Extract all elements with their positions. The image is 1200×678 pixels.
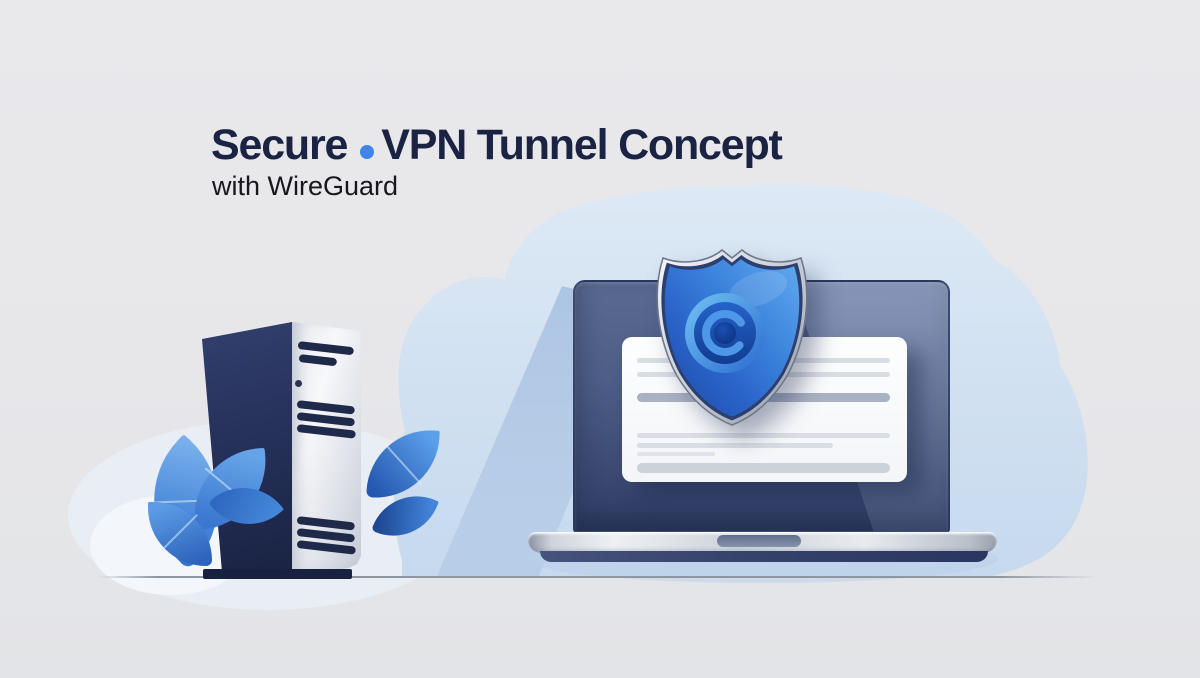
leaf-vein xyxy=(159,513,199,553)
laptop-base-underside xyxy=(540,551,988,562)
page-subtitle: with WireGuard xyxy=(212,171,399,201)
document-line xyxy=(637,443,833,448)
document-line xyxy=(637,463,890,473)
server-base-plinth xyxy=(203,569,352,579)
laptop-base xyxy=(528,532,997,553)
page-title: Secure VPN Tunnel Concept xyxy=(211,121,783,170)
laptop-base-notch xyxy=(717,535,801,547)
document-line xyxy=(637,452,715,456)
document-line xyxy=(637,433,890,438)
server-power-dot xyxy=(295,380,302,387)
title-part-secure: Secure xyxy=(211,121,348,169)
leaf-vein xyxy=(381,440,423,486)
title-part-vpn: VPN Tunnel Concept xyxy=(381,121,783,169)
dot-separator-icon xyxy=(360,144,375,159)
lock-target-emblem xyxy=(685,293,765,373)
ground-line xyxy=(97,576,1098,578)
shield-icon xyxy=(656,249,808,426)
